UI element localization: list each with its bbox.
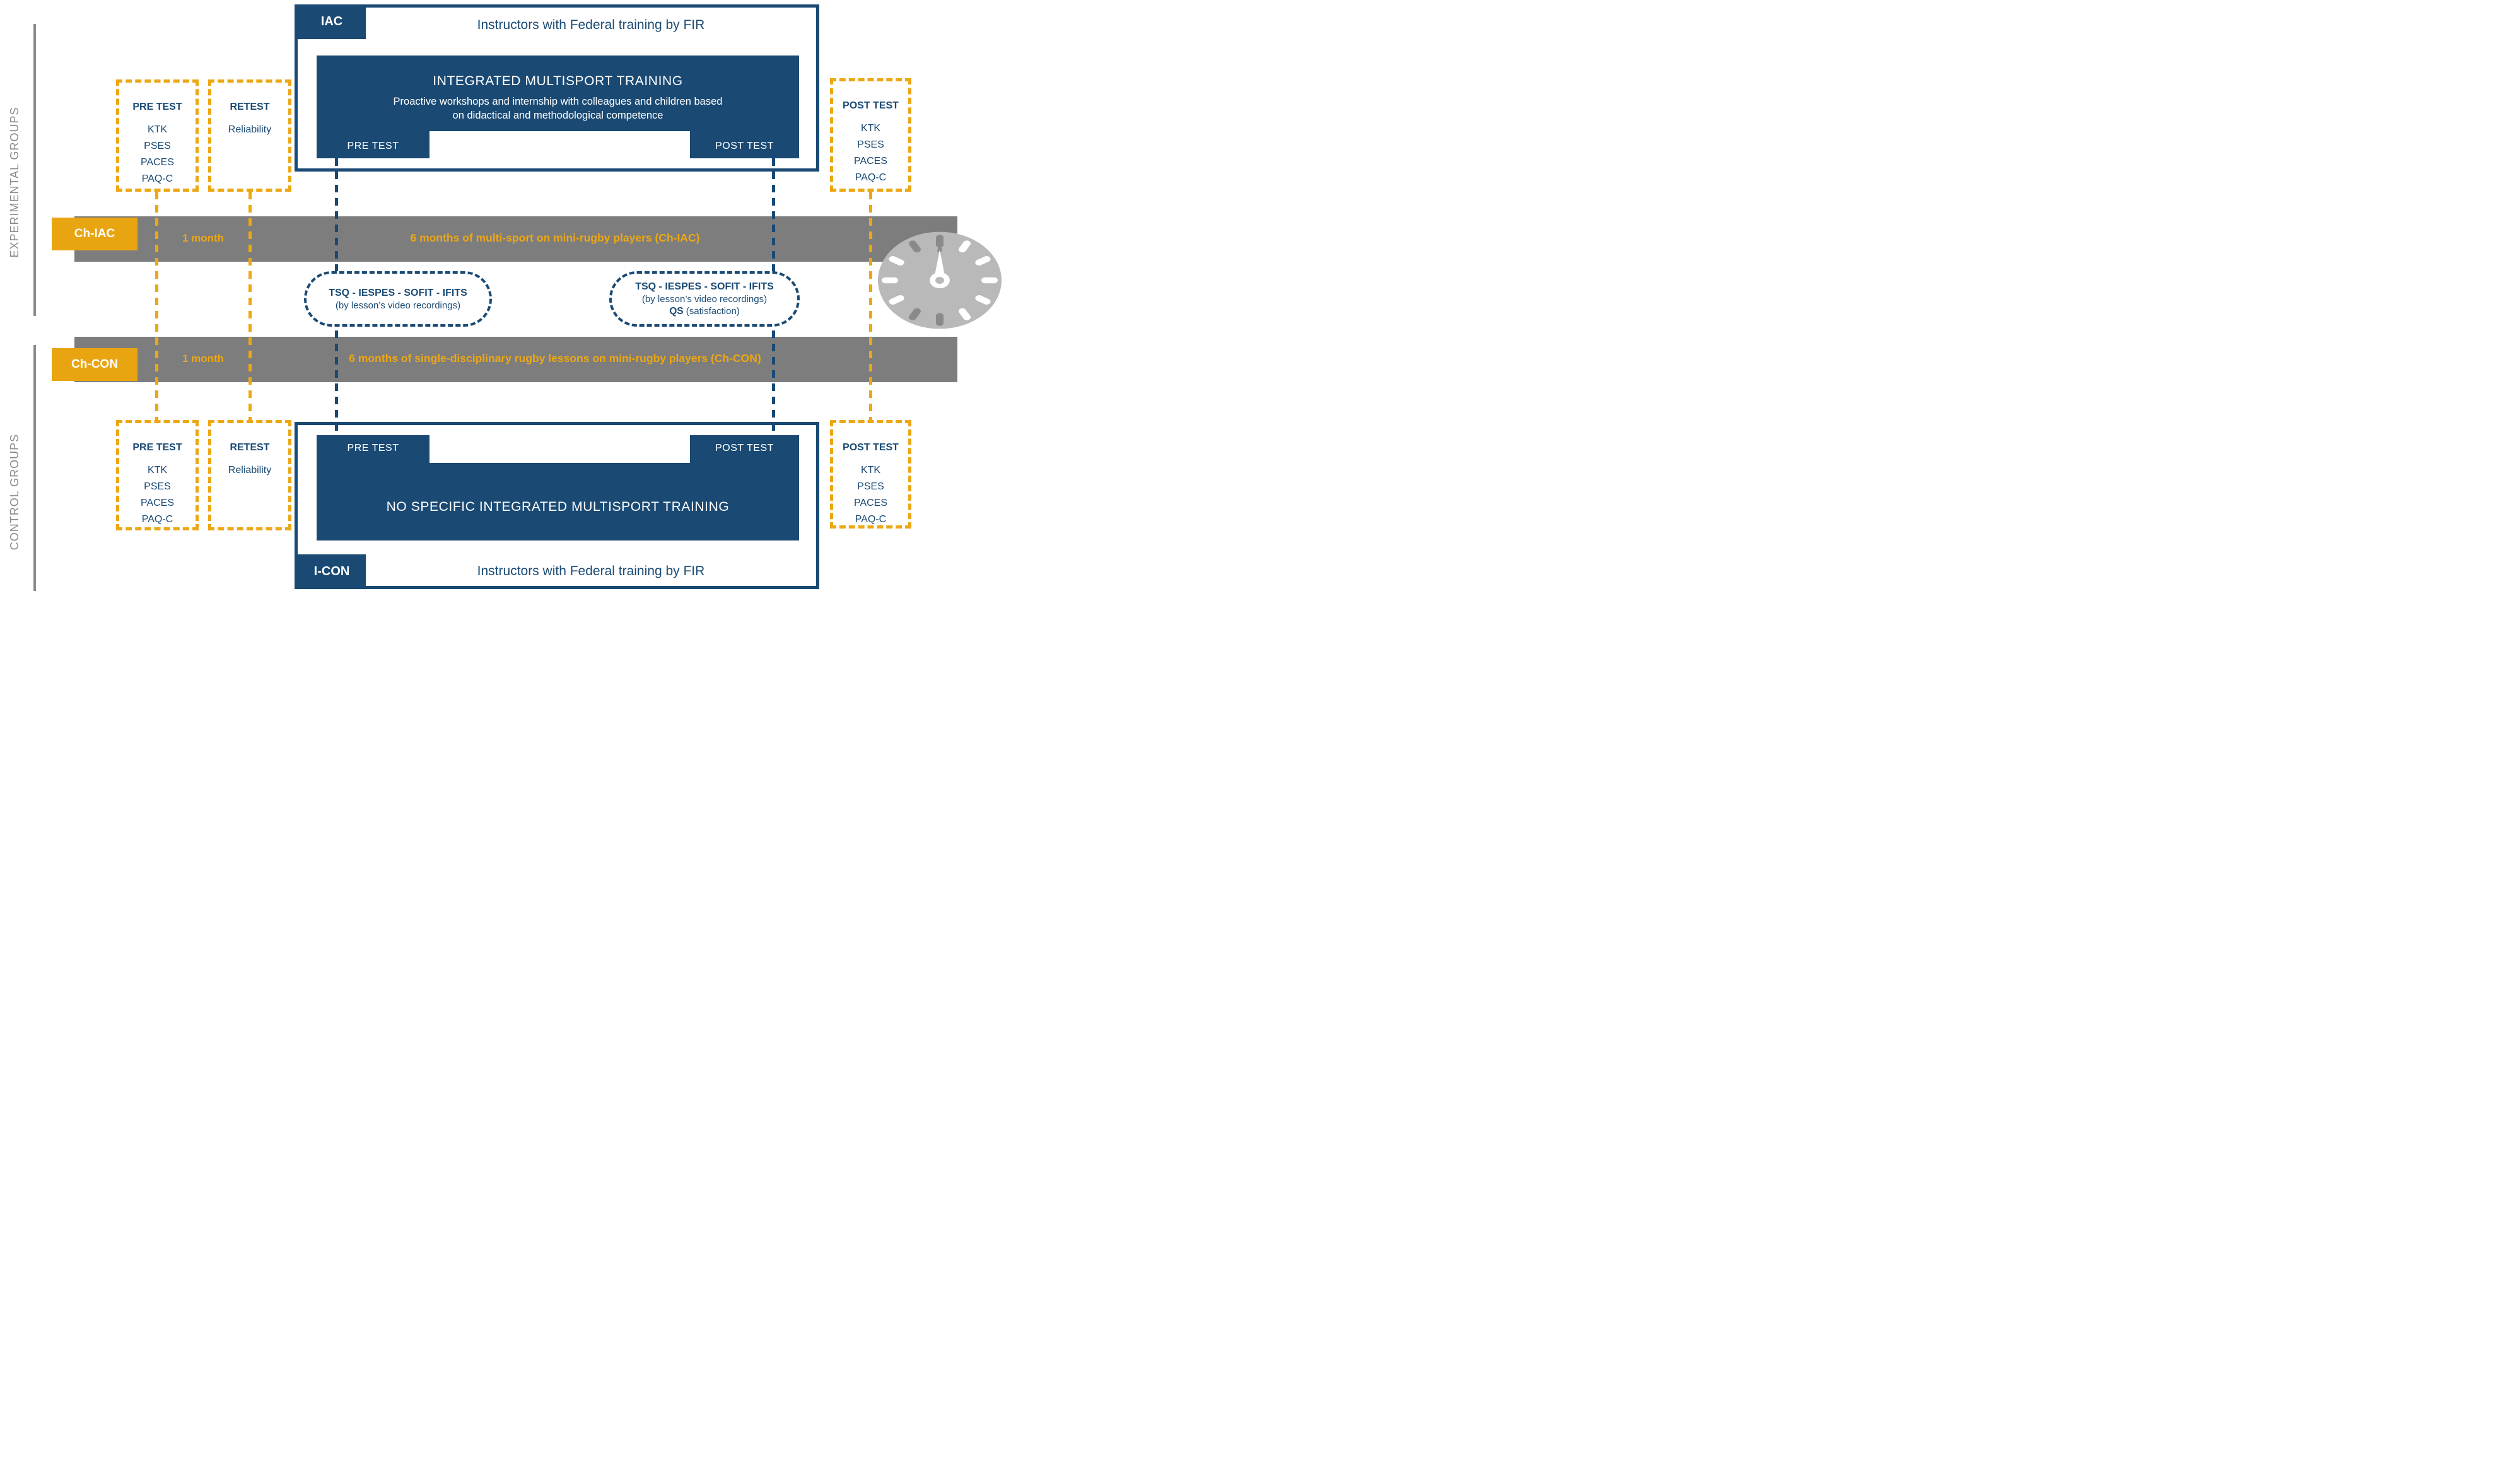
- pretest-box-bottom: PRE TEST KTK PSES PACES PAQ-C: [116, 420, 199, 530]
- posttest-box-bottom-items: KTK PSES PACES PAQ-C: [854, 462, 887, 528]
- test-item: PAQ-C: [141, 173, 173, 184]
- test-item: PSES: [144, 481, 171, 492]
- posttest-box-top-title: POST TEST: [843, 100, 899, 111]
- pretest-box-top: PRE TEST KTK PSES PACES PAQ-C: [116, 79, 199, 192]
- oval-right-satisfaction: QS (satisfaction): [669, 306, 740, 317]
- retest-box-bottom: RETEST Reliability: [208, 420, 291, 530]
- measurement-oval-left: TSQ - IESPES - SOFIT - IFITS (by lesson’…: [304, 271, 492, 327]
- study-design-diagram: EXPERIMENTAL GROUPS CONTROL GROUPS Ch-IA…: [0, 0, 1003, 593]
- chip-ch-iac: Ch-IAC: [52, 218, 137, 250]
- retest-box-top: RETEST Reliability: [208, 79, 291, 192]
- integrated-training-box: INTEGRATED MULTISPORT TRAINING Proactive…: [317, 56, 799, 158]
- test-item: PAQ-C: [855, 172, 887, 183]
- phase2-label-control: 6 months of single-disciplinary rugby le…: [349, 352, 761, 365]
- posttest-box-bottom: POST TEST KTK PSES PACES PAQ-C: [830, 420, 911, 529]
- test-item: PSES: [857, 139, 884, 150]
- retest-box-top-items: Reliability: [228, 122, 271, 138]
- timeline-bar-control: [74, 337, 957, 382]
- training-subtitle-line2: on didactical and methodological compete…: [452, 110, 663, 121]
- experimental-groups-bracket: [33, 24, 36, 316]
- pretest-box-bottom-items: KTK PSES PACES PAQ-C: [141, 462, 174, 528]
- test-item: PACES: [853, 156, 888, 167]
- training-subtitle: Proactive workshops and internship with …: [317, 95, 799, 122]
- retest-box-bottom-items: Reliability: [228, 462, 271, 479]
- training-subtitle-line1: Proactive workshops and internship with …: [393, 96, 723, 107]
- oval-right-instruments: TSQ - IESPES - SOFIT - IFITS: [635, 281, 774, 292]
- iac-tab: IAC: [298, 4, 366, 39]
- oval-left-instruments: TSQ - IESPES - SOFIT - IFITS: [329, 287, 467, 298]
- oval-right-method: (by lesson’s video recordings): [641, 293, 768, 305]
- no-training-title: NO SPECIFIC INTEGRATED MULTISPORT TRAINI…: [386, 500, 730, 514]
- iac-pretest-leg-label: PRE TEST: [347, 141, 399, 151]
- clock-icon: [878, 231, 1002, 329]
- icon-pretest-leg-label: PRE TEST: [347, 443, 399, 453]
- test-item: PSES: [144, 141, 171, 151]
- qs-label: QS: [669, 305, 684, 317]
- pretest-box-top-items: KTK PSES PACES PAQ-C: [141, 122, 174, 187]
- iac-outer-box: [295, 4, 819, 172]
- test-item: KTK: [147, 465, 168, 476]
- test-item: PAQ-C: [855, 514, 887, 525]
- qs-text: (satisfaction): [683, 305, 740, 317]
- test-item: PSES: [857, 481, 884, 492]
- no-training-box: PRE TEST POST TEST NO SPECIFIC INTEGRATE…: [317, 435, 799, 540]
- test-item: KTK: [860, 123, 881, 134]
- test-item: KTK: [147, 124, 168, 135]
- experimental-groups-label: EXPERIMENTAL GROUPS: [8, 107, 21, 258]
- test-item: Reliability: [228, 465, 272, 476]
- icon-posttest-leg-label: POST TEST: [715, 443, 774, 453]
- connector-line-posttest-orange: [869, 192, 872, 420]
- training-title: INTEGRATED MULTISPORT TRAINING: [433, 74, 683, 88]
- retest-box-top-title: RETEST: [230, 102, 270, 112]
- oval-left-method: (by lesson’s video recordings): [335, 300, 461, 311]
- iac-instructors-title: Instructors with Federal training by FIR: [477, 18, 705, 32]
- icon-outer-box: [295, 422, 819, 589]
- pretest-box-bottom-title: PRE TEST: [132, 442, 182, 453]
- phase1-label-experimental: 1 month: [182, 232, 225, 244]
- connector-line-pretest-orange: [155, 192, 158, 420]
- retest-box-bottom-title: RETEST: [230, 442, 270, 453]
- test-item: KTK: [860, 465, 881, 476]
- phase2-label-experimental: 6 months of multi-sport on mini-rugby pl…: [410, 231, 700, 244]
- icon-instructors-title: Instructors with Federal training by FIR: [477, 564, 705, 578]
- phase1-label-control: 1 month: [182, 353, 225, 365]
- posttest-box-top-items: KTK PSES PACES PAQ-C: [854, 120, 887, 186]
- chip-ch-con: Ch-CON: [52, 348, 137, 381]
- test-item: PACES: [853, 498, 888, 508]
- white-notch: [430, 131, 690, 158]
- control-groups-bracket: [33, 345, 36, 591]
- white-notch: [430, 435, 690, 463]
- test-item: PAQ-C: [141, 514, 173, 525]
- iac-posttest-leg-label: POST TEST: [715, 141, 774, 151]
- control-groups-label: CONTROL GROUPS: [8, 433, 21, 551]
- test-item: PACES: [140, 157, 175, 168]
- connector-line-retest-orange: [248, 192, 252, 420]
- measurement-oval-right: TSQ - IESPES - SOFIT - IFITS (by lesson’…: [609, 271, 800, 327]
- timeline-bar-experimental: [74, 216, 957, 262]
- test-item: PACES: [140, 498, 175, 508]
- posttest-box-bottom-title: POST TEST: [843, 442, 899, 453]
- icon-tab: I-CON: [298, 554, 366, 589]
- test-item: Reliability: [228, 124, 272, 135]
- pretest-box-top-title: PRE TEST: [132, 102, 182, 112]
- posttest-box-top: POST TEST KTK PSES PACES PAQ-C: [830, 78, 911, 192]
